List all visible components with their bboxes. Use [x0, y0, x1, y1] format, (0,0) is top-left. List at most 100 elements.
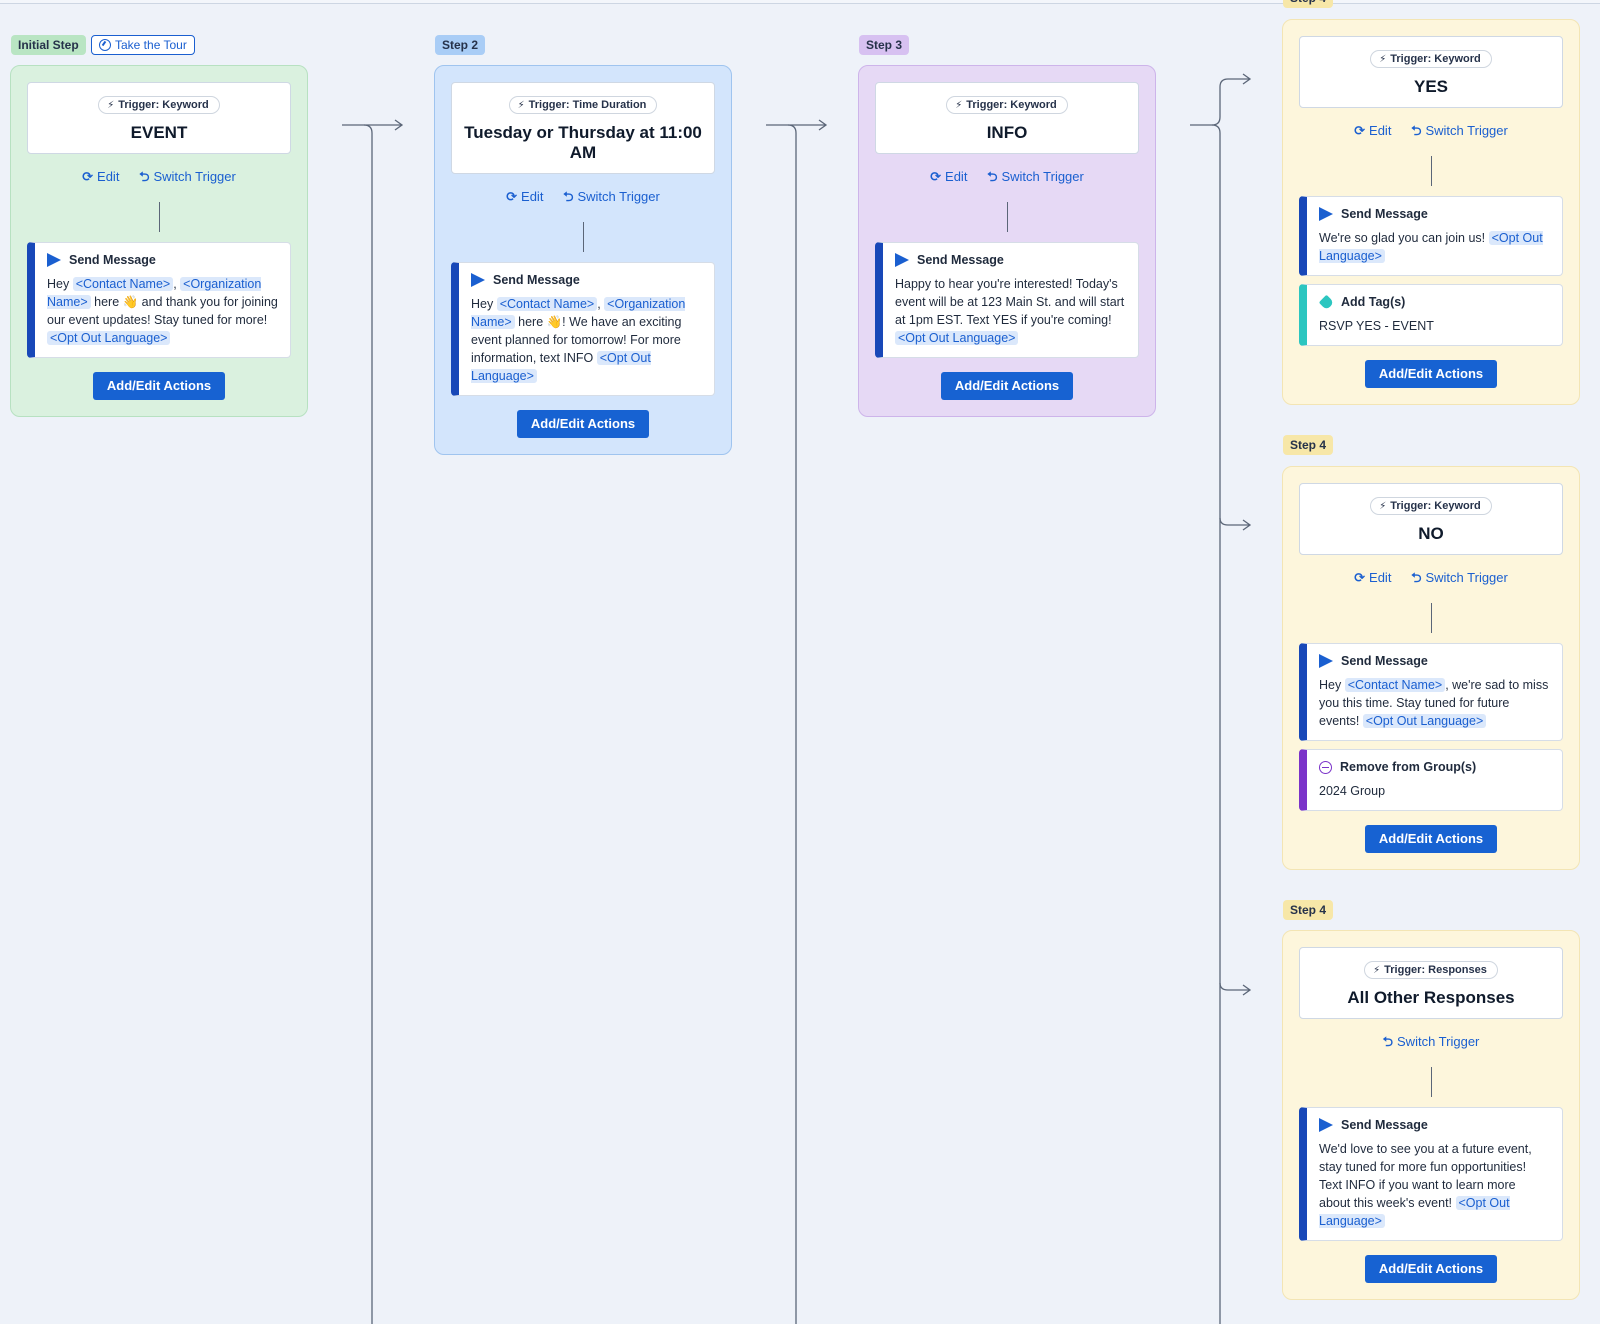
step-4-no-label: Step 4	[1283, 435, 1334, 455]
send-message-action[interactable]: Send Message Hey <Contact Name>, <Organi…	[451, 262, 715, 396]
switch-icon: ⮌	[139, 169, 150, 184]
trigger-value: YES	[1413, 77, 1449, 96]
switch-trigger-button[interactable]: ⮌Switch Trigger	[1411, 569, 1508, 591]
tag-value: RSVP YES - EVENT	[1319, 319, 1434, 333]
top-border	[0, 0, 1600, 4]
trigger-box[interactable]: ⚡Trigger: Keyword EVENT	[27, 82, 291, 154]
add-edit-actions-button[interactable]: Add/Edit Actions	[92, 372, 226, 400]
step-4-other-label: Step 4	[1283, 900, 1334, 920]
connector-line	[1430, 156, 1432, 186]
add-edit-actions-button[interactable]: Add/Edit Actions	[940, 372, 1074, 400]
edit-button[interactable]: ⟳Edit	[1354, 570, 1391, 586]
action-title: Send Message	[493, 273, 580, 287]
trigger-type: Trigger: Keyword	[1390, 500, 1481, 512]
refresh-icon: ⟳	[930, 169, 942, 184]
trigger-box[interactable]: ⚡Trigger: Responses All Other Responses	[1299, 947, 1563, 1019]
switch-trigger-button[interactable]: ⮌Switch Trigger	[1383, 1033, 1480, 1055]
action-title: Send Message	[1341, 1118, 1428, 1132]
send-icon	[471, 273, 485, 287]
switch-icon: ⮌	[1382, 1034, 1394, 1049]
initial-step-label: Initial Step	[11, 35, 86, 55]
switch-trigger-label: Switch Trigger	[577, 189, 660, 204]
group-value: 2024 Group	[1319, 784, 1386, 798]
message-body: Hey <Contact Name>, we're sad to miss yo…	[1319, 678, 1549, 728]
edit-label: Edit	[945, 169, 968, 184]
trigger-box[interactable]: ⚡Trigger: Time Duration Tuesday or Thurs…	[451, 82, 715, 174]
trigger-value: All Other Responses	[1347, 988, 1515, 1007]
add-edit-actions-button[interactable]: Add/Edit Actions	[516, 410, 650, 438]
message-body: Hey <Contact Name>, <Organization Name> …	[471, 297, 686, 383]
bolt-icon: ⚡	[517, 100, 525, 111]
switch-trigger-button[interactable]: ⮌Switch Trigger	[563, 188, 660, 210]
send-message-action[interactable]: Send Message Hey <Contact Name>, we're s…	[1299, 643, 1563, 741]
action-title: Send Message	[69, 253, 156, 267]
edit-button[interactable]: ⟳Edit	[1354, 123, 1391, 139]
edit-label: Edit	[1369, 570, 1392, 585]
send-message-action[interactable]: Send Message We're so glad you can join …	[1299, 196, 1563, 276]
trigger-type: Trigger: Responses	[1384, 964, 1487, 976]
edit-button[interactable]: ⟳Edit	[82, 169, 119, 185]
add-edit-actions-button[interactable]: Add/Edit Actions	[1364, 825, 1498, 853]
switch-icon: ⮌	[1411, 570, 1422, 585]
trigger-box[interactable]: ⚡Trigger: Keyword INFO	[875, 82, 1139, 154]
switch-trigger-button[interactable]: ⮌Switch Trigger	[1411, 122, 1508, 144]
switch-trigger-label: Switch Trigger	[1425, 570, 1508, 585]
connector-line	[1430, 1067, 1432, 1097]
compass-icon	[99, 39, 111, 51]
send-message-action[interactable]: Send Message We'd love to see you at a f…	[1299, 1107, 1563, 1241]
trigger-box[interactable]: ⚡Trigger: Keyword YES	[1299, 36, 1563, 108]
bolt-icon: ⚡	[955, 100, 963, 111]
connector-line	[1006, 202, 1008, 232]
minus-circle-icon	[1319, 760, 1332, 774]
bolt-icon: ⚡	[1373, 965, 1381, 976]
action-title: Add Tag(s)	[1341, 295, 1406, 309]
step-4-no-card: ⚡Trigger: Keyword NO ⟳Edit ⮌Switch Trigg…	[1282, 466, 1580, 870]
connector-line	[158, 202, 160, 232]
send-icon	[1319, 207, 1333, 221]
add-tags-action[interactable]: Add Tag(s) RSVP YES - EVENT	[1299, 284, 1563, 346]
action-title: Remove from Group(s)	[1340, 760, 1477, 774]
step-2-card: ⚡Trigger: Time Duration Tuesday or Thurs…	[434, 65, 732, 455]
opt-out-chip: <Opt Out Language>	[1362, 714, 1487, 728]
trigger-box[interactable]: ⚡Trigger: Keyword NO	[1299, 483, 1563, 555]
bolt-icon: ⚡	[107, 100, 115, 111]
connector-line	[582, 222, 584, 252]
send-message-action[interactable]: Send Message Hey <Contact Name>, <Organi…	[27, 242, 291, 358]
send-icon	[1319, 654, 1333, 668]
message-body: We're so glad you can join us! <Opt Out …	[1319, 231, 1543, 263]
refresh-icon: ⟳	[506, 189, 518, 204]
trigger-type-pill: ⚡Trigger: Time Duration	[508, 96, 658, 114]
switch-trigger-label: Switch Trigger	[153, 169, 236, 184]
switch-trigger-button[interactable]: ⮌Switch Trigger	[139, 168, 236, 190]
bolt-icon: ⚡	[1379, 54, 1387, 65]
switch-trigger-button[interactable]: ⮌Switch Trigger	[987, 168, 1084, 190]
trigger-type-pill: ⚡Trigger: Keyword	[1370, 497, 1492, 515]
refresh-icon: ⟳	[82, 169, 94, 184]
tour-button-label: Take the Tour	[115, 38, 187, 52]
add-edit-actions-button[interactable]: Add/Edit Actions	[1364, 360, 1498, 388]
send-icon	[47, 253, 61, 267]
send-icon	[895, 253, 909, 267]
remove-from-groups-action[interactable]: Remove from Group(s) 2024 Group	[1299, 749, 1563, 811]
step-4-yes-label: Step 4	[1283, 0, 1334, 8]
edit-label: Edit	[521, 189, 544, 204]
trigger-type-pill: ⚡Trigger: Keyword	[98, 96, 220, 114]
trigger-value: NO	[1418, 524, 1444, 543]
edit-button[interactable]: ⟳Edit	[930, 169, 967, 185]
trigger-type: Trigger: Keyword	[1390, 53, 1481, 65]
connector-line	[1430, 603, 1432, 633]
bolt-icon: ⚡	[1379, 501, 1387, 512]
send-message-action[interactable]: Send Message Happy to hear you're intere…	[875, 242, 1139, 358]
step-4-other-card: ⚡Trigger: Responses All Other Responses …	[1282, 930, 1580, 1300]
message-body: We'd love to see you at a future event, …	[1319, 1142, 1532, 1228]
opt-out-chip: <Opt Out Language>	[47, 331, 171, 345]
tag-icon	[1318, 294, 1335, 310]
edit-label: Edit	[1369, 123, 1392, 138]
switch-trigger-label: Switch Trigger	[1425, 123, 1508, 138]
add-edit-actions-button[interactable]: Add/Edit Actions	[1364, 1255, 1498, 1283]
take-the-tour-button[interactable]: Take the Tour	[91, 35, 195, 55]
initial-step-card: ⚡Trigger: Keyword EVENT ⟳Edit ⮌Switch Tr…	[10, 65, 308, 417]
trigger-type: Trigger: Time Duration	[528, 99, 647, 111]
action-title: Send Message	[1341, 654, 1428, 668]
edit-button[interactable]: ⟳Edit	[506, 189, 543, 205]
